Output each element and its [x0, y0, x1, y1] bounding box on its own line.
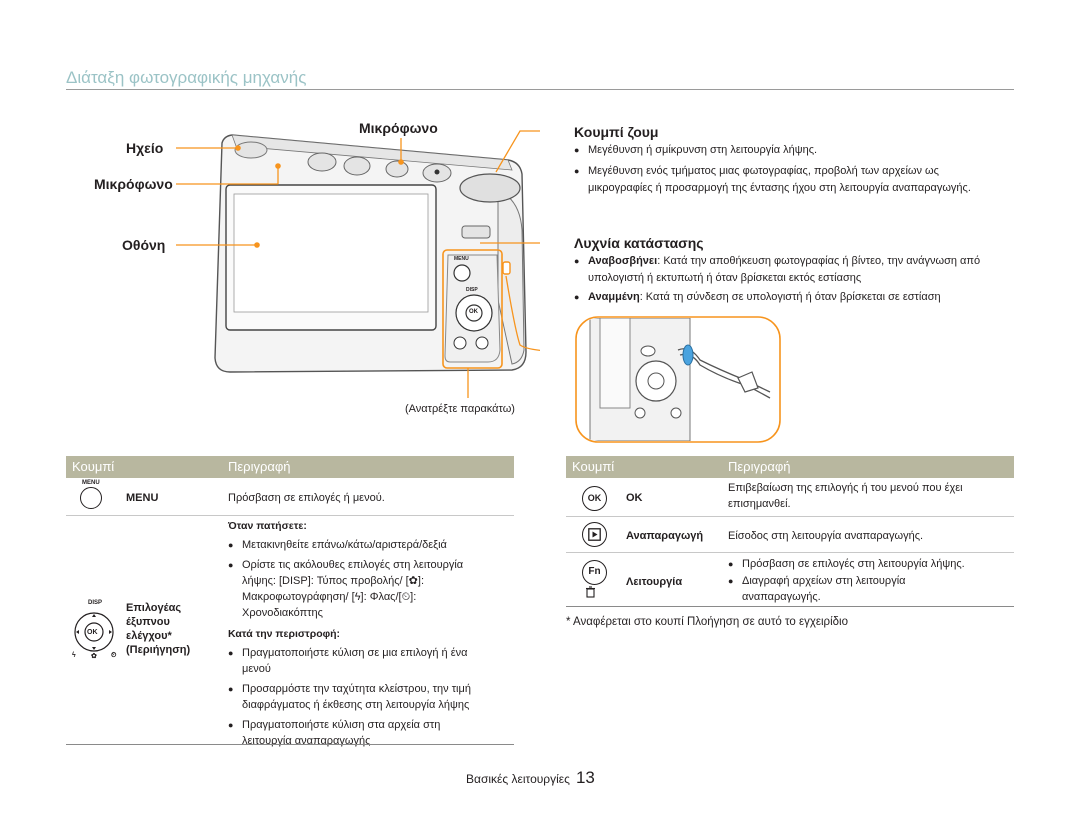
menu-description: Πρόσβαση σε επιλογές ή μενού.: [228, 492, 385, 504]
rotate-bullet: Πραγματοποιήστε κύλιση σε μια επιλογή ή …: [228, 645, 478, 677]
dial-name-line: (Περιήγηση): [126, 644, 191, 656]
page-footer: Βασικές λειτουργίες 13: [466, 768, 595, 788]
callout-speaker: Ηχείο: [126, 140, 164, 156]
menu-button-label: MENU: [126, 492, 159, 504]
zoom-bullet: Μεγέθυνση ή σμίκρυνση στη λειτουργία λήψ…: [574, 142, 1004, 159]
rotate-bullet: Προσαρμόστε την ταχύτητα κλείστρου, την …: [228, 681, 508, 713]
strap-inset-illustration: [575, 316, 781, 443]
footer-section: Βασικές λειτουργίες: [466, 772, 570, 786]
left-table-header: Κουμπί Περιγραφή: [66, 456, 514, 478]
left-table-bottom-rule: [66, 744, 514, 745]
callout-microphone-left: Μικρόφωνο: [94, 176, 173, 192]
fn-bullet: Πρόσβαση σε επιλογές στη λειτουργία λήψη…: [728, 556, 1008, 572]
see-below-caption: (Ανατρέξτε παρακάτω): [405, 403, 515, 415]
zoom-bullet-list: Μεγέθυνση ή σμίκρυνση στη λειτουργία λήψ…: [574, 142, 1004, 197]
svg-text:ϟ: ϟ: [72, 652, 76, 659]
fn-button-icon: Fn: [582, 560, 607, 585]
smart-dial-icon: ϟ ✿ ⏲: [72, 612, 117, 660]
lamp-text: : Κατά την αποθήκευση φωτογραφίας ή βίντ…: [588, 255, 981, 284]
svg-text:⏲: ⏲: [111, 652, 117, 659]
lamp-bullet: Αναμμένη: Κατά τη σύνδεση σε υπολογιστή …: [574, 289, 1014, 306]
right-header-button: Κουμπί: [572, 459, 615, 474]
dial-name-line: ελέγχου*: [126, 630, 172, 642]
callout-screen: Οθόνη: [122, 237, 166, 253]
ok-icon-text: OK: [587, 493, 602, 503]
footnote: * Αναφέρεται στο κουπί Πλοήγηση σε αυτό …: [566, 616, 848, 628]
fn-bullet: Διαγραφή αρχείων στη λειτουργία αναπαραγ…: [728, 573, 948, 605]
fn-icon-text: Fn: [588, 566, 601, 577]
title-divider: [66, 89, 1014, 90]
dial-description: Όταν πατήσετε: Μετακινηθείτε επάνω/κάτω/…: [228, 518, 508, 749]
menu-button-icon: [80, 487, 102, 509]
when-pressed-heading: Όταν πατήσετε:: [228, 520, 307, 532]
dial-name: Επιλογέας έξυπνου ελέγχου* (Περιήγηση): [126, 601, 190, 657]
lamp-bullet-list: Αναβοσβήνει: Κατά την αποθήκευση φωτογρα…: [574, 253, 1014, 306]
row-divider: [66, 515, 514, 516]
row-divider: [566, 516, 1014, 517]
ok-button-label: OK: [626, 492, 643, 504]
right-table-bottom-rule: [566, 606, 1014, 607]
zoom-bullet: Μεγέθυνση ενός τμήματος μιας φωτογραφίας…: [574, 163, 1004, 197]
playback-description: Είσοδος στη λειτουργία αναπαραγωγής.: [728, 530, 924, 542]
lamp-text: : Κατά τη σύνδεση σε υπολογιστή ή όταν β…: [639, 291, 941, 303]
dial-name-line: Επιλογέας: [126, 602, 182, 614]
camera-menu-label: MENU: [454, 256, 469, 262]
fn-button-label: Λειτουργία: [626, 576, 683, 588]
row-divider: [566, 552, 1014, 553]
dial-disp-label: DISP: [88, 600, 103, 606]
svg-text:✿: ✿: [91, 652, 97, 660]
playback-button-label: Αναπαραγωγή: [626, 530, 704, 542]
pressed-bullet: Ορίστε τις ακόλουθες επιλογές στη λειτου…: [228, 557, 488, 621]
dial-name-line: έξυπνου: [126, 616, 170, 628]
fn-description: Πρόσβαση σε επιλογές στη λειτουργία λήψη…: [728, 556, 1008, 605]
ok-button-icon: OK: [582, 486, 607, 511]
left-header-description: Περιγραφή: [228, 459, 291, 474]
playback-button-icon: [582, 522, 607, 547]
lamp-term: Αναβοσβήνει: [588, 255, 658, 267]
menu-icon-label: MENU: [82, 480, 100, 486]
camera-ok-label: OK: [469, 309, 478, 315]
when-rotate-heading: Κατά την περιστροφή:: [228, 628, 341, 640]
play-icon: [588, 528, 601, 541]
page-number: 13: [575, 768, 595, 787]
right-header-description: Περιγραφή: [728, 459, 791, 474]
lamp-bullet: Αναβοσβήνει: Κατά την αποθήκευση φωτογρα…: [574, 253, 1014, 287]
ok-description: Επιβεβαίωση της επιλογής ή του μενού που…: [728, 482, 963, 510]
pressed-bullet: Μετακινηθείτε επάνω/κάτω/αριστερά/δεξιά: [228, 537, 508, 553]
left-header-button: Κουμπί: [72, 459, 115, 474]
trash-icon: [586, 586, 595, 598]
lamp-term: Αναμμένη: [588, 291, 640, 303]
right-table-header: Κουμπί Περιγραφή: [566, 456, 1014, 478]
camera-disp-label: DISP: [466, 287, 478, 293]
callout-microphone-top: Μικρόφωνο: [359, 120, 438, 136]
dial-ok-label: OK: [87, 629, 98, 636]
callout-status-lamp: Λυχνία κατάστασης: [574, 235, 704, 251]
callout-zoom-button: Κουμπί ζουμ: [574, 124, 659, 140]
page-title: Διάταξη φωτογραφικής μηχανής: [66, 68, 307, 87]
camera-back-illustration: [176, 130, 540, 398]
